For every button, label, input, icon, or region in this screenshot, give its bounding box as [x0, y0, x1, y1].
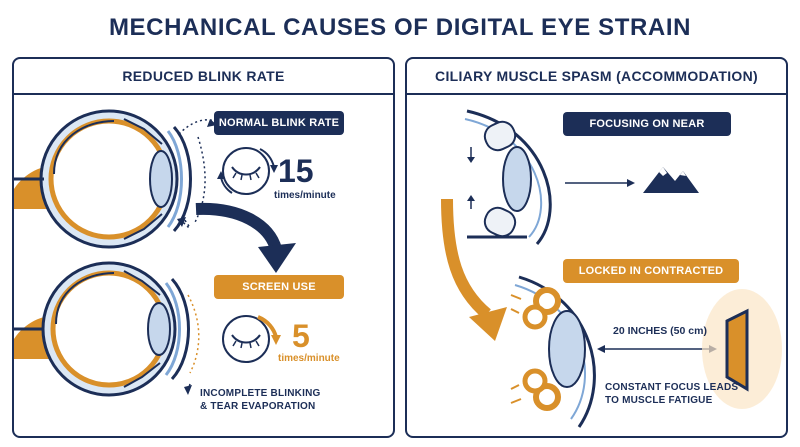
- curved-arrow-icon-orange: [441, 198, 507, 341]
- blink-rate-panel: REDUCED BLINK RATE: [12, 57, 395, 438]
- screen-icon: [702, 289, 782, 409]
- closed-eye-icon-2: [222, 315, 281, 363]
- curved-arrow-icon: [195, 202, 296, 273]
- distance-label: 20 INCHES (50 cm): [613, 325, 707, 337]
- eye-diagram-icon-relaxed: [464, 109, 552, 245]
- closed-eye-icon-1: [217, 147, 278, 195]
- screen-use-label: SCREEN USE: [214, 275, 344, 299]
- fatigue-note-line-2: TO MUSCLE FATIGUE: [605, 395, 713, 406]
- screen-blink-unit: times/minute: [278, 353, 340, 364]
- blink-illustration: [14, 109, 296, 397]
- normal-blink-rate-label: NORMAL BLINK RATE: [214, 111, 344, 135]
- screen-blink-value: 5: [292, 318, 310, 354]
- ciliary-panel: CILIARY MUSCLE SPASM (ACCOMMODATION): [405, 57, 788, 438]
- blink-rate-header: REDUCED BLINK RATE: [14, 59, 393, 95]
- near-objects-label: FOCUSING ON NEAR OBJECTS: [563, 112, 731, 154]
- blink-note-line-1: INCOMPLETE BLINKING: [200, 388, 321, 399]
- eye-diagram-icon-top: [14, 109, 192, 249]
- ciliary-illustration: [441, 109, 782, 428]
- eye-diagram-icon-bottom: [14, 261, 190, 397]
- blink-note-line-2: & TEAR EVAPORATION: [200, 401, 316, 412]
- normal-blink-value: 15: [278, 153, 314, 189]
- ciliary-header: CILIARY MUSCLE SPASM (ACCOMMODATION): [407, 59, 786, 95]
- normal-blink-unit: times/minute: [274, 190, 336, 201]
- fatigue-note-line-1: CONSTANT FOCUS LEADS: [605, 382, 739, 393]
- page-title: MECHANICAL CAUSES OF DIGITAL EYE STRAIN: [108, 14, 692, 41]
- mountain-icon: [643, 167, 699, 193]
- contracted-state-label: LOCKED IN CONTRACTED STATE: [563, 259, 739, 301]
- eye-diagram-icon-contracted: [510, 275, 596, 428]
